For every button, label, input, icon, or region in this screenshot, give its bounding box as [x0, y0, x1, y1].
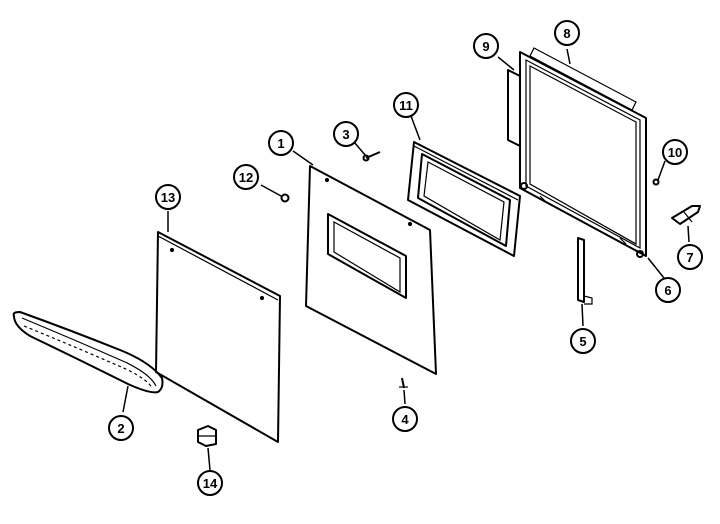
part-inner-door-liner	[519, 47, 647, 258]
callout-label-8: 8	[563, 26, 570, 41]
callout-2: 2	[108, 415, 134, 441]
callout-label-14: 14	[203, 476, 218, 491]
callout-9: 9	[473, 33, 499, 59]
callout-4: 4	[392, 406, 418, 432]
callout-6: 6	[655, 277, 681, 303]
part-outer-door	[305, 165, 437, 375]
callout-11: 11	[393, 92, 419, 118]
callout-8: 8	[554, 20, 580, 46]
callout-1: 1	[268, 130, 294, 156]
callout-label-1: 1	[277, 136, 284, 151]
callout-label-7: 7	[686, 250, 693, 265]
callout-13: 13	[155, 184, 181, 210]
callout-label-9: 9	[482, 39, 489, 54]
part-hinge-channel	[577, 237, 593, 305]
callout-3: 3	[333, 121, 359, 147]
part-screw-12	[280, 193, 290, 203]
callout-12: 12	[233, 164, 259, 190]
part-screw-10	[652, 178, 660, 186]
callout-label-4: 4	[401, 412, 409, 427]
part-hinge-clip	[671, 205, 701, 225]
callout-7: 7	[677, 244, 703, 270]
part-side-strip	[507, 69, 521, 147]
callout-label-5: 5	[579, 334, 586, 349]
callout-label-12: 12	[239, 170, 253, 185]
leader-lines	[122, 48, 690, 471]
part-screw-3	[362, 151, 381, 162]
callout-10: 10	[662, 139, 688, 165]
callout-label-11: 11	[399, 98, 413, 113]
callout-label-3: 3	[342, 127, 349, 142]
part-outer-glass-panel	[155, 231, 281, 443]
part-handle	[12, 311, 164, 394]
callout-label-6: 6	[664, 283, 671, 298]
callout-label-13: 13	[161, 190, 175, 205]
callout-14: 14	[197, 470, 223, 496]
callout-label-2: 2	[117, 421, 124, 436]
part-window-frame	[407, 141, 521, 257]
part-bracket	[197, 425, 217, 447]
callout-label-10: 10	[668, 145, 682, 160]
callout-5: 5	[570, 328, 596, 354]
part-screw-4	[399, 377, 408, 389]
